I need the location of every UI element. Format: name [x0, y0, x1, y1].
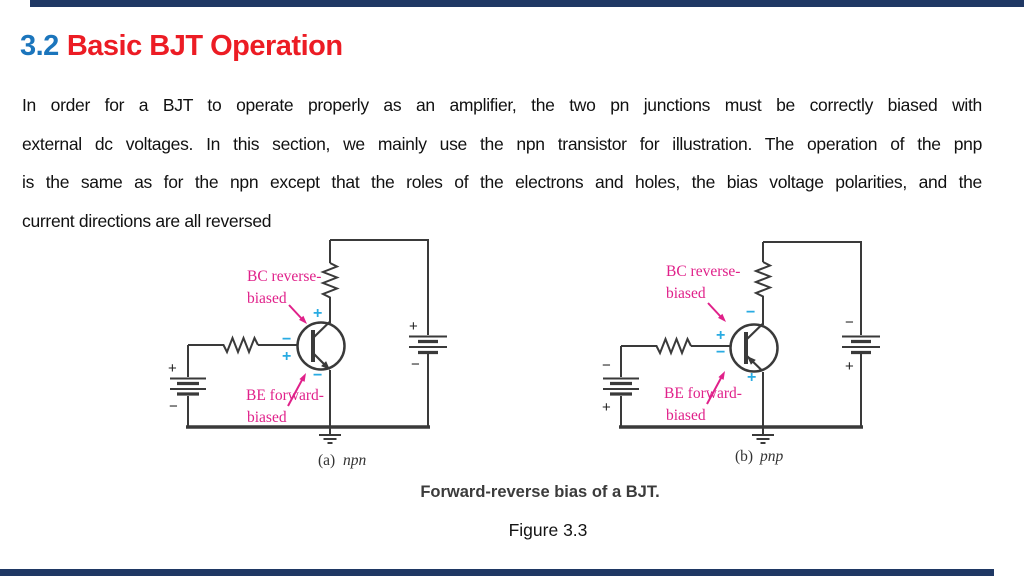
npn-bc-label-2: biased — [247, 290, 287, 307]
body-line-4: current directions are all reversed — [22, 210, 272, 231]
pnp-right-battery-icon — [842, 335, 880, 355]
npn-transistor-icon — [296, 321, 346, 371]
pnp-left-batt-bottom-sign: + — [602, 399, 611, 416]
npn-collector-resistor — [320, 262, 340, 300]
top-accent-bar — [30, 0, 1024, 7]
pnp-be-label-2: biased — [666, 407, 706, 424]
pnp-left-batt-top-sign: − — [602, 357, 611, 374]
pnp-circuit-diagram: BC reverse- biased BE forward- biased − … — [602, 241, 880, 465]
body-line-2: external dc voltages. In this section, w… — [22, 133, 982, 154]
npn-bc-arrow — [288, 304, 307, 324]
npn-right-batt-top-sign: + — [409, 318, 418, 335]
npn-wires — [187, 239, 429, 427]
npn-be-label-2: biased — [247, 409, 287, 426]
npn-left-battery-icon — [170, 377, 206, 396]
pnp-left-battery-icon — [603, 377, 639, 396]
npn-left-batt-top-sign: + — [168, 360, 177, 377]
npn-caption-prefix: (a) — [318, 452, 335, 469]
pnp-right-batt-bottom-sign: + — [845, 358, 854, 375]
pnp-bc-label: BC reverse- — [666, 263, 740, 280]
body-paragraph: In order for a BJT to operate properly a… — [22, 86, 982, 240]
pnp-base-resistor — [655, 336, 692, 356]
pnp-bc-arrow — [707, 302, 726, 322]
figure-caption: Forward-reverse bias of a BJT. — [420, 483, 660, 501]
npn-ground-icon — [319, 427, 341, 444]
npn-be-arrow — [287, 373, 306, 407]
figure-number: Figure 3.3 — [508, 520, 588, 540]
pnp-caption-prefix: (b) — [735, 448, 753, 465]
pnp-caption-type: pnp — [759, 448, 784, 465]
npn-right-batt-bottom-sign: − — [411, 356, 420, 373]
npn-collector-sign: + — [313, 305, 322, 322]
npn-bc-label: BC reverse- — [247, 268, 321, 285]
pnp-ground-icon — [752, 427, 774, 444]
pnp-base-bottom-sign: − — [716, 344, 725, 361]
npn-circuit-diagram: BC reverse- biased BE forward- biased + … — [168, 239, 447, 469]
body-line-3: is the same as for the npn except that t… — [22, 172, 982, 192]
pnp-collector-resistor — [753, 261, 773, 298]
npn-left-batt-bottom-sign: − — [169, 398, 178, 415]
body-line-1: In order for a BJT to operate properly a… — [22, 95, 982, 115]
bottom-accent-bar — [0, 569, 994, 576]
npn-be-label: BE forward- — [246, 387, 324, 404]
pnp-bc-label-2: biased — [666, 285, 706, 302]
section-title: Basic BJT Operation — [66, 30, 343, 62]
pnp-transistor-icon — [729, 323, 779, 373]
bjt-bias-figure: BC reverse- biased BE forward- biased + … — [168, 239, 880, 469]
section-number: 3.2 — [20, 30, 59, 62]
pnp-collector-sign: − — [746, 304, 755, 321]
pnp-wires — [620, 241, 862, 427]
npn-base-top-sign: − — [282, 331, 291, 348]
pnp-emitter-sign: + — [747, 369, 756, 386]
npn-base-resistor — [222, 335, 259, 355]
npn-right-battery-icon — [409, 335, 447, 355]
npn-caption-type: npn — [343, 452, 367, 469]
pnp-be-arrow — [706, 371, 725, 405]
npn-emitter-sign: − — [313, 367, 322, 384]
pnp-base-top-sign: + — [716, 327, 725, 344]
pnp-right-batt-top-sign: − — [845, 314, 854, 331]
npn-base-bottom-sign: + — [282, 348, 291, 365]
pnp-be-label: BE forward- — [664, 385, 742, 402]
